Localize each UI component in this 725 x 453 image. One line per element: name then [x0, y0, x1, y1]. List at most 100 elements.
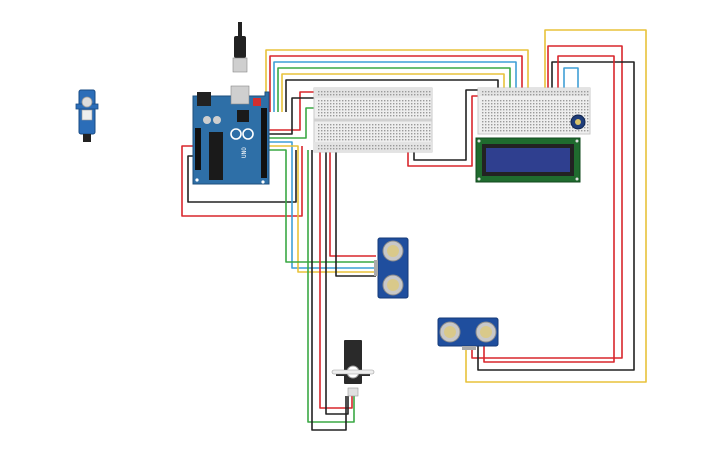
breadboard-hole	[515, 112, 517, 114]
breadboard-hole	[482, 100, 484, 102]
breadboard-hole	[417, 103, 419, 105]
wire-yellow-top-2[interactable]	[281, 73, 505, 112]
breadboard-hole	[420, 136, 422, 138]
breadboard-hole	[548, 100, 550, 102]
ultrasonic-sensor-2[interactable]	[437, 317, 499, 350]
breadboard-hole	[491, 106, 493, 108]
wire-red-servo[interactable]	[319, 150, 353, 409]
breadboard-hole	[414, 115, 416, 117]
wire-blue-us1[interactable]	[262, 141, 376, 269]
wire-red-us1[interactable]	[329, 150, 376, 257]
breadboard-hole	[405, 127, 407, 129]
breadboard-hole	[420, 124, 422, 126]
breadboard-hole	[381, 112, 383, 114]
breadboard-hole	[536, 100, 538, 102]
wire-black-bb[interactable]	[262, 97, 318, 135]
breadboard-hole	[396, 112, 398, 114]
breadboard-hole	[539, 130, 541, 132]
ultrasonic-sensor-1[interactable]	[374, 237, 409, 299]
breadboard-hole	[348, 94, 350, 96]
breadboard-hole	[512, 118, 514, 120]
breadboard-main[interactable]	[313, 87, 433, 153]
wire-black-left[interactable]	[187, 150, 297, 203]
breadboard-hole	[372, 124, 374, 126]
breadboard-hole	[530, 103, 532, 105]
breadboard-hole	[330, 94, 332, 96]
wire-green-servo[interactable]	[307, 150, 355, 423]
breadboard-hole	[566, 109, 568, 111]
breadboard-hole	[426, 94, 428, 96]
breadboard-hole	[336, 115, 338, 117]
breadboard-hole	[575, 103, 577, 105]
breadboard-hole	[321, 91, 323, 93]
arduino-uno[interactable]: UNO	[192, 22, 270, 185]
breadboard-hole	[372, 145, 374, 147]
wire-green-bb[interactable]	[262, 107, 318, 139]
breadboard-hole	[396, 136, 398, 138]
wire-yellow-right[interactable]	[465, 29, 647, 383]
lcd-display[interactable]	[475, 137, 581, 183]
breadboard-hole	[563, 112, 565, 114]
breadboard-hole	[360, 139, 362, 141]
breadboard-hole	[536, 106, 538, 108]
servo-bottom[interactable]	[331, 340, 375, 397]
wire-red-left[interactable]	[181, 145, 303, 217]
breadboard-hole	[357, 91, 359, 93]
breadboard-hole	[351, 106, 353, 108]
arduino-logo	[230, 128, 254, 140]
breadboard-hole	[506, 112, 508, 114]
wire-green-us1[interactable]	[262, 149, 376, 263]
wire-black-us1[interactable]	[335, 150, 376, 277]
wire-red-right-2[interactable]	[483, 55, 615, 363]
breadboard-hole	[527, 112, 529, 114]
breadboard-hole	[587, 109, 589, 111]
breadboard-hole	[321, 139, 323, 141]
breadboard-hole	[572, 103, 574, 105]
breadboard-hole	[354, 145, 356, 147]
breadboard-hole	[542, 115, 544, 117]
breadboard-hole	[584, 130, 586, 132]
breadboard-hole	[482, 94, 484, 96]
breadboard-hole	[330, 109, 332, 111]
breadboard-hole	[408, 133, 410, 135]
wire-black-servo-2[interactable]	[311, 150, 347, 431]
reset-button[interactable]	[253, 98, 261, 106]
breadboard-hole	[533, 106, 535, 108]
breadboard-hole	[509, 127, 511, 129]
breadboard-hole	[339, 139, 341, 141]
breadboard-hole	[387, 91, 389, 93]
breadboard-hole	[387, 103, 389, 105]
breadboard-hole	[351, 112, 353, 114]
breadboard-hole	[542, 91, 544, 93]
breadboard-hole	[375, 136, 377, 138]
breadboard-hole	[521, 106, 523, 108]
breadboard-hole	[554, 100, 556, 102]
wire-yellow-us1[interactable]	[262, 145, 376, 273]
breadboard-hole	[429, 133, 431, 135]
wire-red-right[interactable]	[471, 45, 623, 359]
breadboard-hole	[542, 106, 544, 108]
breadboard-hole	[339, 100, 341, 102]
breadboard-lcd[interactable]	[477, 87, 591, 135]
wire-black-bb2[interactable]	[413, 89, 482, 161]
breadboard-hole	[318, 130, 320, 132]
wire-green-top[interactable]	[277, 67, 511, 112]
wire-black-right[interactable]	[477, 61, 635, 371]
breadboard-hole	[363, 112, 365, 114]
breadboard-hole	[429, 136, 431, 138]
wire-red-top[interactable]	[269, 55, 523, 112]
breadboard-hole	[551, 112, 553, 114]
breadboard-hole	[378, 148, 380, 150]
wire-yellow-top[interactable]	[265, 49, 529, 112]
breadboard-hole	[399, 145, 401, 147]
wire-black-top[interactable]	[285, 79, 499, 112]
servo-small[interactable]	[75, 89, 99, 142]
breadboard-hole	[336, 145, 338, 147]
breadboard-hole	[378, 91, 380, 93]
wire-black-servo[interactable]	[325, 150, 349, 415]
wire-red-bb[interactable]	[262, 91, 318, 131]
wire-blue-top[interactable]	[273, 61, 517, 112]
breadboard-hole	[405, 136, 407, 138]
wire-red-bb2[interactable]	[407, 95, 488, 167]
breadboard-hole	[411, 148, 413, 150]
